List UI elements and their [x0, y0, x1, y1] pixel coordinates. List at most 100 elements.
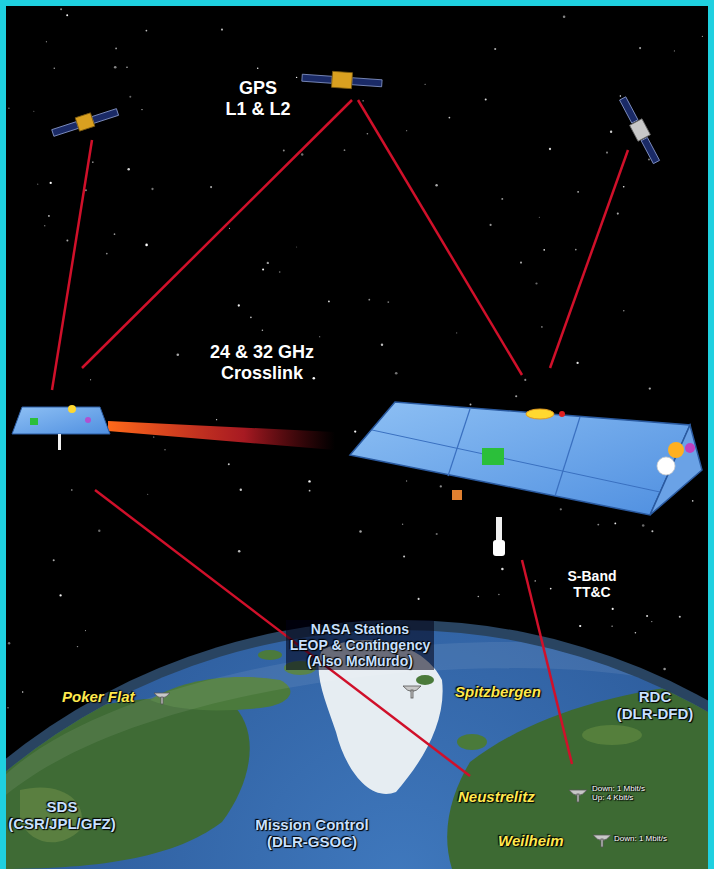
star	[614, 523, 616, 525]
star	[164, 449, 165, 450]
star	[611, 626, 612, 627]
star	[418, 598, 420, 600]
star	[367, 133, 369, 135]
star	[8, 107, 10, 109]
star	[216, 419, 217, 420]
star	[456, 332, 457, 333]
earth	[0, 630, 714, 869]
text-line: S-Band	[568, 568, 617, 584]
star	[541, 326, 542, 327]
star	[406, 480, 407, 481]
star	[649, 387, 651, 389]
star	[8, 642, 10, 644]
center-label: SDS (CSR/JPL/GFZ)	[8, 798, 116, 833]
link-label: 24 & 32 GHz Crosslink	[210, 342, 314, 383]
star	[238, 550, 241, 553]
star	[359, 530, 362, 533]
star	[240, 489, 242, 491]
star	[617, 213, 619, 215]
text-line: GPS	[225, 78, 290, 99]
star	[395, 372, 398, 375]
star	[153, 436, 154, 437]
star	[238, 304, 240, 306]
constellation-label: GPS L1 & L2	[225, 78, 290, 119]
text-line: (DLR-GSOC)	[255, 833, 368, 850]
star	[250, 316, 252, 318]
star	[44, 225, 45, 226]
star	[319, 336, 320, 337]
star	[520, 262, 522, 264]
star	[635, 632, 637, 634]
text-line: Down: 1 Mbit/s	[614, 834, 667, 843]
star	[642, 524, 645, 527]
star	[127, 168, 130, 171]
star	[494, 48, 496, 50]
star	[262, 329, 264, 331]
star	[674, 50, 675, 51]
star	[563, 16, 566, 19]
star	[48, 215, 50, 217]
star	[524, 379, 526, 381]
star	[129, 96, 131, 98]
star	[663, 668, 666, 671]
star	[435, 184, 437, 186]
star	[406, 130, 407, 131]
star	[145, 244, 148, 247]
star	[279, 271, 281, 273]
station-name: Poker Flat	[62, 688, 135, 705]
center-label: Mission Control (DLR-GSOC)	[255, 816, 368, 851]
data-rate-note: Down: 1 Mbit/s	[614, 834, 667, 843]
star	[440, 485, 442, 487]
star	[425, 84, 426, 85]
star	[229, 228, 230, 229]
grace-satellite	[350, 402, 702, 556]
star	[597, 524, 599, 526]
star	[66, 240, 68, 242]
crosslink-beam	[108, 421, 335, 450]
star	[114, 66, 117, 69]
star	[498, 594, 499, 595]
star	[402, 524, 403, 525]
star	[692, 500, 694, 502]
star	[535, 580, 536, 581]
star	[59, 594, 61, 596]
star	[71, 489, 73, 491]
star	[46, 41, 47, 42]
star	[368, 299, 370, 301]
star	[606, 152, 608, 154]
star	[550, 588, 552, 590]
star	[610, 131, 612, 133]
text-line: Down: 1 Mbit/s	[592, 784, 645, 793]
star	[221, 29, 223, 31]
text-line: L1 & L2	[225, 99, 290, 120]
star	[313, 377, 316, 380]
star	[501, 568, 504, 571]
star	[283, 150, 285, 152]
star	[177, 354, 180, 357]
text-line: Mission Control	[255, 816, 368, 833]
star	[354, 430, 356, 432]
star	[362, 100, 363, 101]
data-rate-note: Down: 1 Mbit/s Up: 4 Kbit/s	[592, 784, 645, 802]
star	[257, 67, 259, 69]
star	[146, 30, 148, 32]
gps-satellite	[51, 105, 120, 139]
gps-satellite	[617, 95, 663, 165]
text-line: RDC	[617, 688, 694, 705]
grace-satellite	[12, 405, 110, 450]
star	[37, 184, 38, 185]
text-line: Neustrelitz	[458, 788, 535, 805]
star	[490, 224, 492, 226]
star	[501, 198, 503, 200]
atmosphere	[0, 620, 714, 869]
star	[403, 555, 405, 557]
text-line: (CSR/JPL/GFZ)	[8, 815, 116, 832]
star	[328, 300, 330, 302]
star	[296, 247, 297, 248]
text-line: SDS	[8, 798, 116, 815]
star	[228, 463, 230, 465]
text-line: NASA Stations	[290, 621, 431, 637]
star	[449, 117, 451, 119]
